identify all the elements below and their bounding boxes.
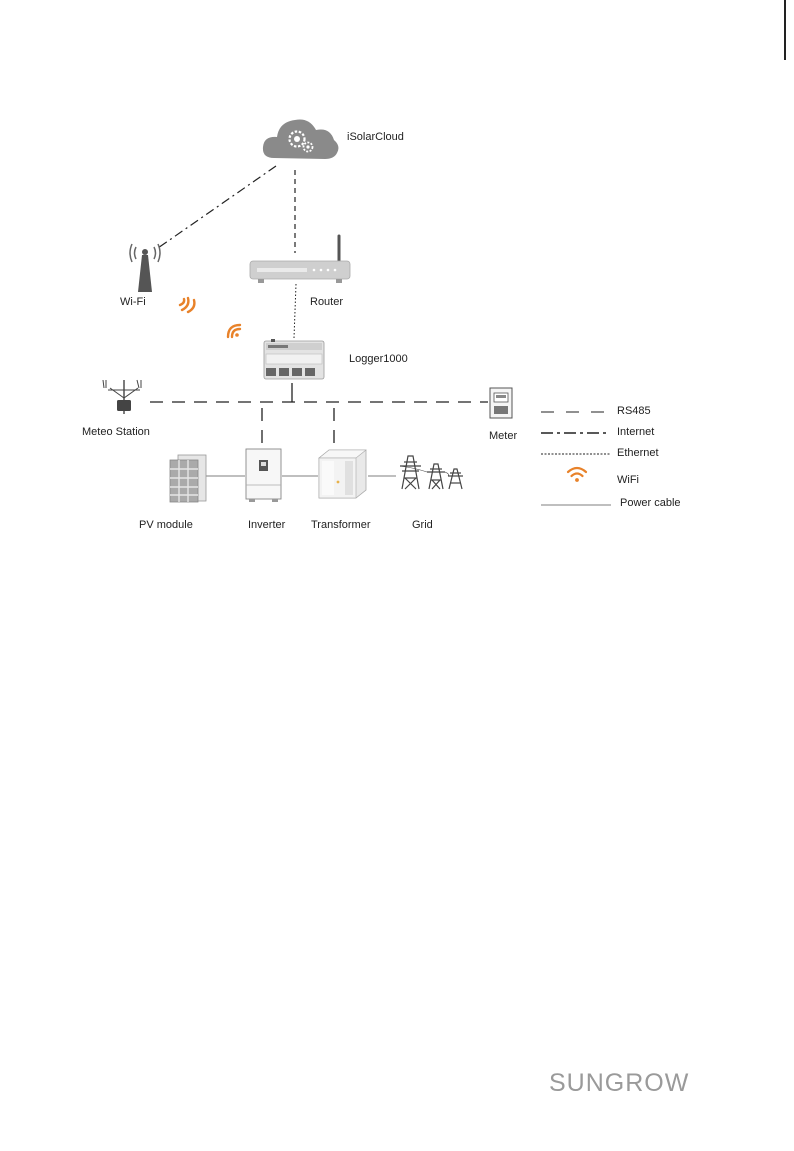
logger-icon	[264, 339, 324, 379]
label-transformer: Transformer	[311, 519, 371, 531]
cloud-icon	[263, 119, 339, 159]
label-meter: Meter	[489, 430, 517, 442]
wifi-signal-icon-tower	[180, 298, 194, 312]
label-wifi: Wi-Fi	[120, 296, 146, 308]
label-pv-module: PV module	[139, 519, 193, 531]
legend-label-wifi: WiFi	[617, 474, 639, 486]
transformer-icon	[319, 450, 366, 498]
label-isolarcloud: iSolarCloud	[347, 131, 404, 143]
pv-module-icon	[170, 455, 206, 502]
legend-wifi-icon	[568, 468, 586, 482]
wifi-tower-icon	[130, 244, 160, 292]
ethernet-link	[294, 284, 296, 338]
grid-towers-icon	[400, 456, 463, 489]
label-meteo-station: Meteo Station	[82, 426, 150, 438]
meteo-station-icon	[103, 380, 141, 414]
legend-label-internet: Internet	[617, 426, 654, 438]
internet-link-wifi	[158, 166, 276, 248]
wifi-signal-icon-logger	[228, 325, 240, 337]
router-icon	[250, 236, 350, 283]
sungrow-logo: SUNGROW	[549, 1069, 689, 1098]
label-grid: Grid	[412, 519, 433, 531]
legend-label-rs485: RS485	[617, 405, 651, 417]
meter-icon	[490, 388, 512, 418]
label-logger: Logger1000	[349, 353, 408, 365]
inverter-icon	[246, 449, 281, 502]
legend-label-power-cable: Power cable	[620, 497, 681, 509]
label-inverter: Inverter	[248, 519, 285, 531]
label-router: Router	[310, 296, 343, 308]
legend-label-ethernet: Ethernet	[617, 447, 659, 459]
